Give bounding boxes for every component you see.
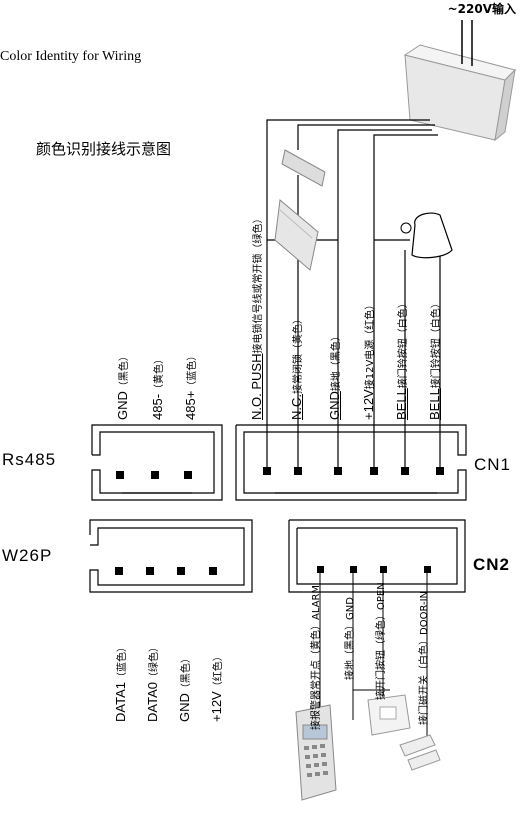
exit-button-icon: [367, 694, 411, 736]
cn1-pin-label: +12V接12V电源（红色）: [361, 299, 376, 420]
cn1-pin-12v: [370, 467, 378, 475]
alarm-keypad-icon: [295, 704, 337, 801]
title-english: Color Identity for Wiring: [0, 49, 142, 64]
cn1-port-label: CN1: [474, 455, 512, 474]
cn1-pin-bell-2: [436, 467, 444, 475]
power-supply-icon: [403, 20, 516, 142]
cn2-port-label: CN2: [473, 555, 511, 574]
cn1-pin-no: [263, 467, 271, 475]
w26p-pin-data1: [115, 567, 123, 575]
w26p-pin-label: GND（黑色）: [177, 653, 192, 722]
cn2-pin-alarm: [317, 566, 324, 573]
cn1-pin-label: BELL接门铃按钮（白色）: [427, 298, 442, 420]
rs485-pin-485minus: [151, 471, 159, 479]
cn2-pin-door-in: [424, 566, 431, 573]
cn2-pin-label: 接门磁开关（白色）DOOR-IN: [419, 590, 430, 725]
cn1-connector: [235, 424, 467, 501]
w26p-pin-label: DATA0（绿色）: [145, 642, 160, 722]
rs485-pin-485plus: [184, 471, 192, 479]
cn2-pin-label: 接地（黑色）GND: [345, 597, 356, 680]
w26p-pin-label: +12V（红色）: [209, 651, 224, 722]
cn2-pin-label: 接开门按钮（绿色）OPEN: [376, 582, 387, 700]
rs485-pin-label: GND（黑色）: [115, 351, 130, 420]
cn1-pin-gnd: [334, 467, 342, 475]
cn1-pin-nc: [294, 467, 302, 475]
cn2-pin-label: 接报警器常开点（黄色）ALARM: [311, 584, 322, 730]
w26p-pin-label: DATA1（蓝色）: [113, 642, 128, 722]
cn2-pin-open: [380, 566, 387, 573]
cn1-pin-label: N.O. PUSH接电锁信号线或常开锁（绿色）: [249, 213, 264, 420]
door-sensor-icon: [399, 734, 441, 771]
rs485-pin-label: 485-（黄色）: [150, 353, 165, 420]
w26p-pin-data0: [146, 567, 154, 575]
w26p-pin-12v: [209, 567, 217, 575]
title-chinese: 颜色识别接线示意图: [36, 140, 172, 158]
cn1-pin-label: BELL接门铃按钮（白色）: [394, 298, 409, 420]
w26p-connector: [89, 519, 253, 593]
cn1-pin-label: GND接地（黑色）: [327, 331, 342, 420]
rs485-port-label: Rs485: [2, 450, 57, 469]
cn2-pin-gnd: [350, 566, 357, 573]
electric-lock-icon: [274, 149, 326, 271]
rs485-pin-gnd: [116, 471, 124, 479]
door-bell-icon: [400, 212, 453, 259]
rs485-connector: [91, 424, 223, 501]
rs485-pin-label: 485+（蓝色）: [183, 350, 198, 420]
w26p-pin-gnd: [177, 567, 185, 575]
cn1-pin-bell-1: [401, 467, 409, 475]
cn1-pin-label: N.C.接常闭锁（黄色）: [289, 314, 304, 420]
cn2-connector: [288, 519, 466, 593]
w26p-port-label: W26P: [2, 546, 53, 565]
power-input-label: ~220V输入: [447, 2, 516, 16]
